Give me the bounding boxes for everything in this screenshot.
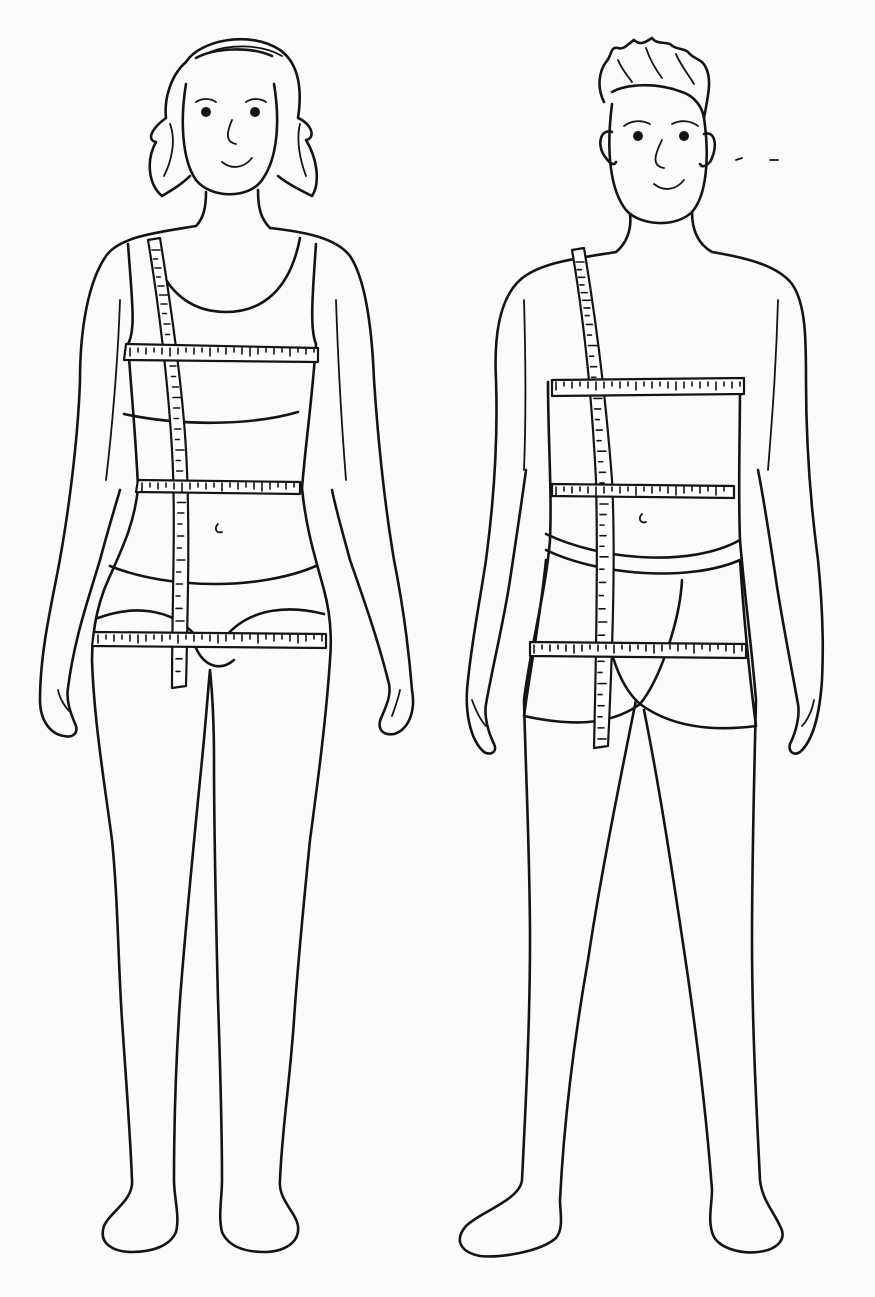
woman-eye-left (201, 107, 211, 117)
man-vertical-tape (572, 248, 614, 748)
woman-arm-inner (106, 300, 346, 480)
woman-neck (196, 190, 270, 228)
man-hair-strands (618, 48, 694, 84)
man-eye-right (679, 131, 689, 141)
man-chest-tape (552, 378, 744, 396)
woman-waist-tape (136, 480, 300, 494)
man-waist-tape (552, 484, 734, 498)
man-mouth (654, 180, 684, 189)
man-body-outline (467, 252, 823, 754)
man-navel (640, 514, 646, 522)
man-shorts (524, 534, 756, 728)
man-hip-tape (530, 642, 746, 658)
woman-nose (228, 120, 236, 144)
woman-figure (40, 39, 413, 1252)
woman-underwear (98, 566, 324, 666)
woman-eyebrows (196, 99, 266, 102)
woman-mouth (222, 158, 252, 167)
woman-fingers (58, 690, 400, 716)
woman-hair (150, 39, 317, 196)
man-nose (656, 140, 665, 168)
man-hair (600, 38, 710, 118)
woman-eye-right (250, 107, 260, 117)
man-eye-left (633, 131, 643, 141)
man-torso-legs (460, 382, 783, 1256)
woman-hip-tape (92, 632, 326, 648)
man-figure (460, 38, 823, 1256)
man-neck (616, 212, 712, 252)
woman-bust-tape (124, 344, 318, 362)
woman-navel (216, 524, 222, 532)
stray-marks (736, 158, 778, 160)
man-eyebrows (624, 121, 698, 126)
woman-vertical-tape (148, 238, 188, 688)
